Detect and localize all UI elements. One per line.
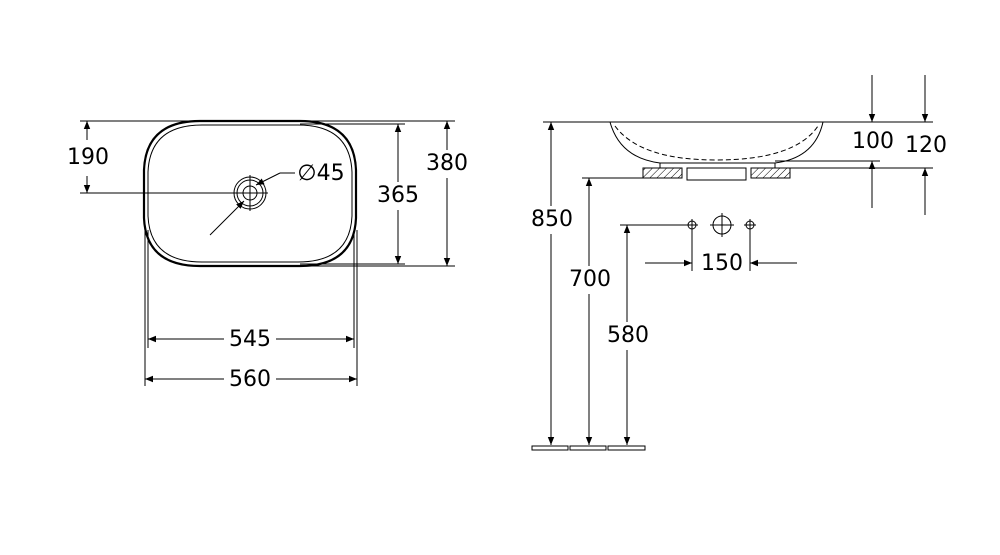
side-view: 100 120 850 700 580 150 [529, 75, 947, 451]
dim-150-label: 150 [701, 251, 743, 276]
countertop-left [642, 167, 683, 179]
basin-inner-dashed [614, 125, 819, 161]
dim-560-label: 560 [229, 367, 271, 392]
dim-190-label: 190 [67, 145, 109, 170]
countertop-right [750, 167, 791, 179]
dim-120-label: 120 [905, 133, 947, 158]
countertop-cutout [686, 167, 747, 181]
dim-700-label: 700 [569, 267, 611, 292]
dim-580-label: 580 [607, 323, 649, 348]
basin-outline-inner [147, 124, 353, 263]
dim-380-label: 380 [426, 151, 468, 176]
tap-holes-icon [686, 213, 758, 237]
drain-icon [209, 172, 295, 236]
basin-profile [609, 121, 824, 164]
floor [531, 445, 646, 451]
dim-850-label: 850 [531, 207, 573, 232]
top-view: 190 ∅45 365 380 545 560 [67, 119, 469, 392]
dim-365-label: 365 [377, 183, 419, 208]
dim-545-label: 545 [229, 327, 271, 352]
dim-100-label: 100 [852, 129, 894, 154]
dim-drain-diameter-label: ∅45 [297, 161, 344, 186]
